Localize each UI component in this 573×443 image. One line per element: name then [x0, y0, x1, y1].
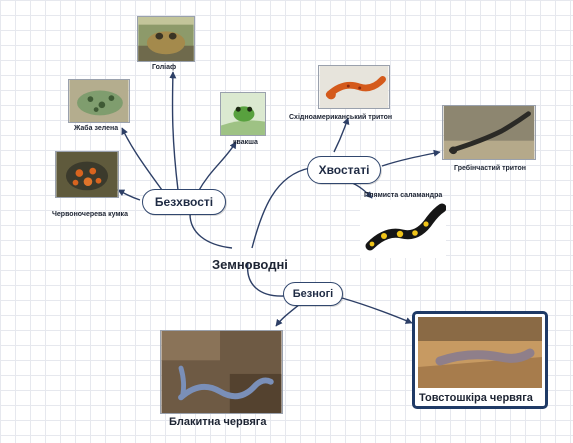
tree-frog-photo: [220, 92, 266, 136]
fire-salamander-photo: [360, 200, 446, 258]
green-toad-photo: [68, 79, 130, 123]
connector-caudata-eastern-newt: [333, 117, 350, 153]
kvaksha-caption: квакша: [233, 139, 258, 146]
eastern-newt-caption: Східноамериканський тритон: [289, 114, 393, 121]
connector-root-apoda: [246, 261, 285, 297]
thick-caecilian-card[interactable]: Товстошкіра червяга: [412, 311, 548, 409]
blue-caecilian-photo: [160, 330, 283, 414]
group-anura-node[interactable]: Безхвості: [142, 189, 226, 215]
connector-apoda-blue: [275, 303, 301, 327]
connector-root-caudata: [251, 167, 311, 249]
fire-bellied-caption: Червоночерева кумка: [52, 211, 128, 218]
thick-caecilian-photo: [418, 317, 542, 388]
goliath-caption: Голіаф: [152, 64, 177, 71]
group-caudata-node[interactable]: Хвостаті: [307, 156, 381, 184]
group-caudata-label: Хвостаті: [318, 163, 370, 177]
connector-anura-goliath: [169, 71, 179, 191]
root-label: Земноводні: [212, 257, 288, 272]
root-node[interactable]: Земноводні: [212, 257, 288, 272]
fire-bellied-toad-photo: [55, 151, 119, 198]
fire-salamander-caption: Плямиста саламандра: [364, 192, 443, 199]
crested-newt-caption: Гребінчастий тритон: [454, 165, 526, 172]
crested-newt-photo: [442, 105, 536, 160]
thick-caecilian-caption: Товстошкіра червяга: [419, 392, 533, 404]
group-apoda-label: Безногі: [292, 288, 334, 300]
connector-caudata-crested-newt: [381, 149, 441, 167]
group-anura-label: Безхвості: [154, 195, 214, 209]
connector-anura-green-toad: [121, 127, 163, 191]
group-apoda-node[interactable]: Безногі: [283, 282, 343, 306]
goliath-frog-photo: [137, 16, 195, 62]
connector-apoda-thick: [341, 297, 413, 324]
green-toad-caption: Жаба зелена: [74, 125, 119, 132]
connector-root-anura: [189, 213, 233, 249]
connector-anura-kvaksha: [197, 141, 237, 193]
eastern-newt-photo: [318, 65, 390, 109]
blue-caecilian-caption: Блакитна червяга: [169, 416, 267, 428]
connector-anura-fire-bellied: [117, 189, 141, 201]
